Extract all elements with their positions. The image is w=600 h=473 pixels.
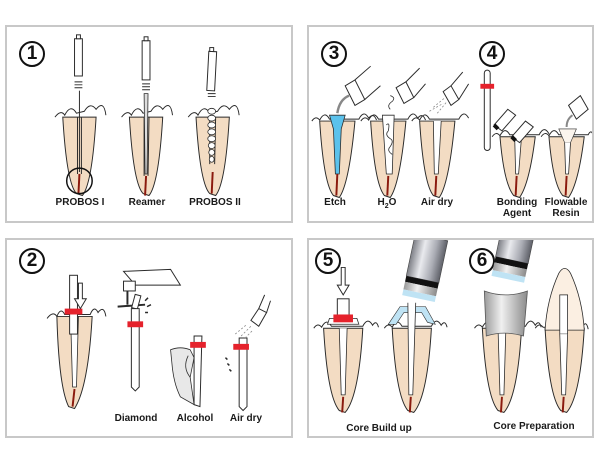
label-resin: Resin bbox=[552, 208, 580, 219]
panel-step-2-post-prep: 2 bbox=[5, 238, 293, 438]
step-number-6: 6 bbox=[469, 248, 495, 274]
tooth-flowable-resin bbox=[540, 94, 592, 199]
step-number-1: 1 bbox=[19, 41, 45, 67]
tooth-bonding bbox=[491, 120, 550, 199]
label-etch: Etch bbox=[324, 197, 346, 208]
tooth-core-buildup bbox=[383, 240, 449, 414]
label-air-dry-3: Air dry bbox=[420, 197, 454, 208]
label-air-dry-2: Air dry bbox=[229, 413, 263, 424]
label-probos-2: PROBOS II bbox=[189, 197, 241, 208]
label-h2o: H2O bbox=[369, 197, 405, 212]
panel-step-1-canal-prep: 1 bbox=[5, 25, 293, 223]
label-bonding: Bonding bbox=[496, 197, 538, 208]
probos-reamer-illustration bbox=[54, 34, 240, 197]
tooth-air-dry-3 bbox=[411, 71, 470, 199]
tooth-water bbox=[360, 67, 426, 199]
label-flowable: Flowable bbox=[544, 197, 588, 208]
tooth-core-prepared bbox=[534, 268, 589, 414]
label-reamer: Reamer bbox=[128, 197, 166, 208]
label-h2o-h: H bbox=[377, 197, 385, 208]
tooth-core-post bbox=[313, 266, 379, 414]
step-number-2: 2 bbox=[19, 248, 45, 274]
tooth-post-insert bbox=[46, 274, 107, 410]
label-diamond: Diamond bbox=[114, 413, 158, 424]
label-core-build-up: Core Build up bbox=[346, 423, 412, 434]
tooth-etch bbox=[311, 65, 381, 199]
diamond-bur-post bbox=[117, 268, 182, 392]
alcohol-gauze-post bbox=[170, 335, 206, 408]
etch-bond-illustration bbox=[311, 65, 592, 199]
post-prep-illustration bbox=[46, 268, 271, 412]
label-probos-1: PROBOS I bbox=[55, 197, 105, 208]
air-dry-post bbox=[224, 294, 271, 412]
tooth-probos-1 bbox=[54, 34, 107, 197]
bonding-post bbox=[480, 69, 517, 151]
label-alcohol: Alcohol bbox=[176, 413, 214, 424]
step-number-3: 3 bbox=[321, 41, 347, 67]
step-number-4: 4 bbox=[479, 41, 505, 67]
label-core-preparation: Core Preparation bbox=[493, 421, 575, 432]
panel-step-5-6-core: 5 6 bbox=[307, 238, 594, 438]
panel-step-3-4-etch-bond: 3 4 bbox=[307, 25, 594, 223]
core-illustration bbox=[313, 240, 589, 414]
tooth-reamer bbox=[121, 36, 174, 197]
tooth-probos-2 bbox=[187, 47, 240, 197]
label-h2o-o: O bbox=[388, 197, 397, 208]
step-number-5: 5 bbox=[315, 248, 341, 274]
tooth-core-prep-matrix bbox=[474, 240, 542, 414]
label-agent: Agent bbox=[502, 208, 532, 219]
label-h2o-sub: 2 bbox=[384, 203, 389, 210]
